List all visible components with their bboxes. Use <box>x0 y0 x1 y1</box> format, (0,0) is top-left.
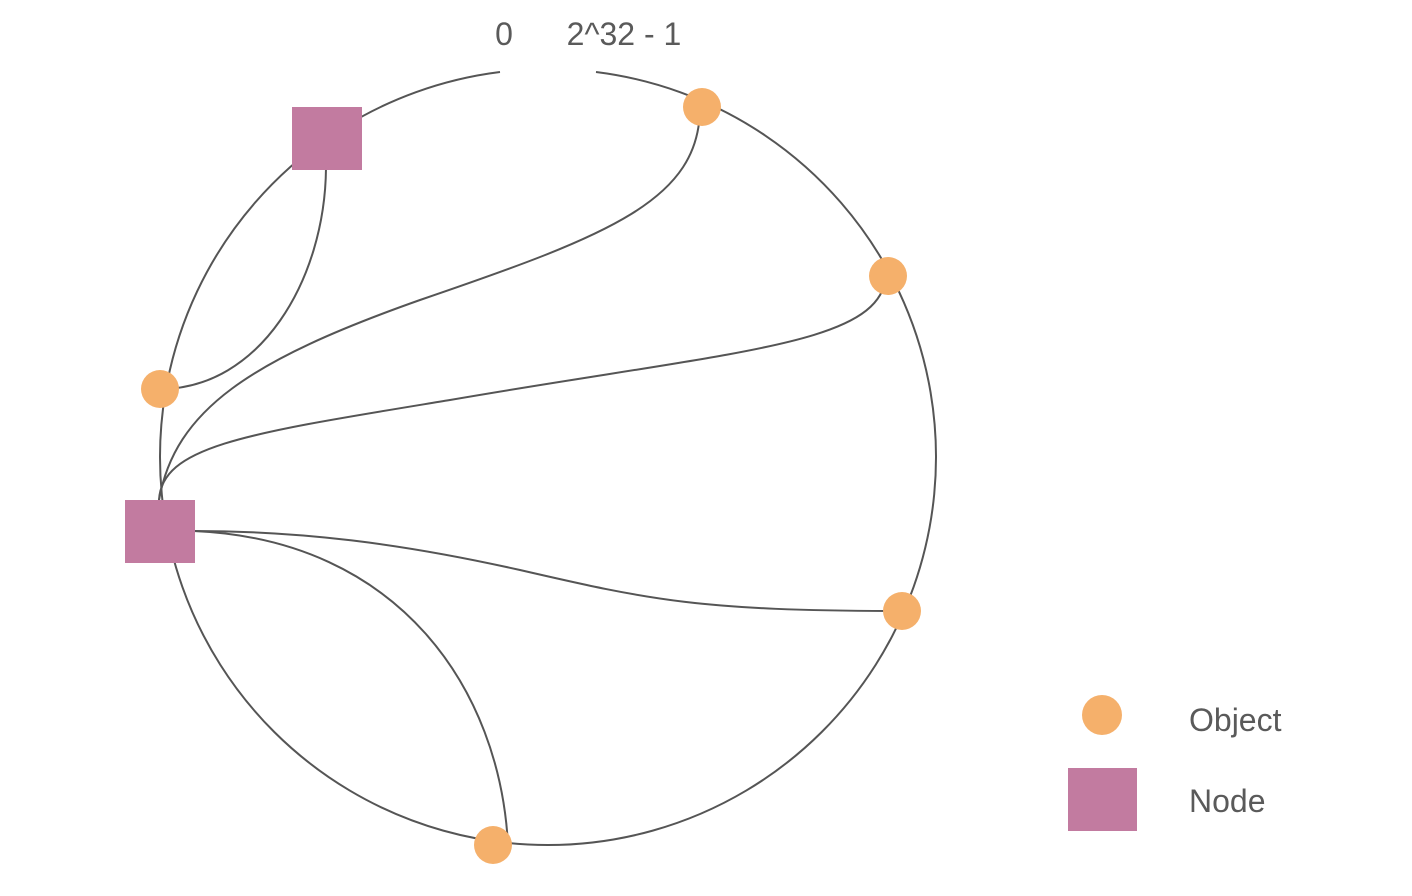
ring-end-label: 2^32 - 1 <box>567 16 682 52</box>
ring-start-label: 0 <box>495 16 513 52</box>
object-circle <box>474 826 512 864</box>
mapping-curve <box>193 530 903 612</box>
object-circle <box>141 370 179 408</box>
hash-ring <box>159 71 937 846</box>
legend: Object Node <box>1068 695 1282 831</box>
legend-node-label: Node <box>1189 783 1266 819</box>
object-circle <box>883 592 921 630</box>
legend-node-swatch <box>1068 768 1137 831</box>
mapping-curve <box>158 106 701 501</box>
node-square <box>125 500 195 563</box>
object-circle <box>683 88 721 126</box>
mapping-curve <box>158 275 887 501</box>
mapping-curve <box>159 167 327 390</box>
legend-object-swatch <box>1082 695 1122 735</box>
node-square <box>292 107 362 170</box>
mapping-curve <box>193 530 509 846</box>
object-circle <box>869 257 907 295</box>
legend-object-label: Object <box>1189 702 1282 738</box>
mapping-curves <box>158 106 903 846</box>
